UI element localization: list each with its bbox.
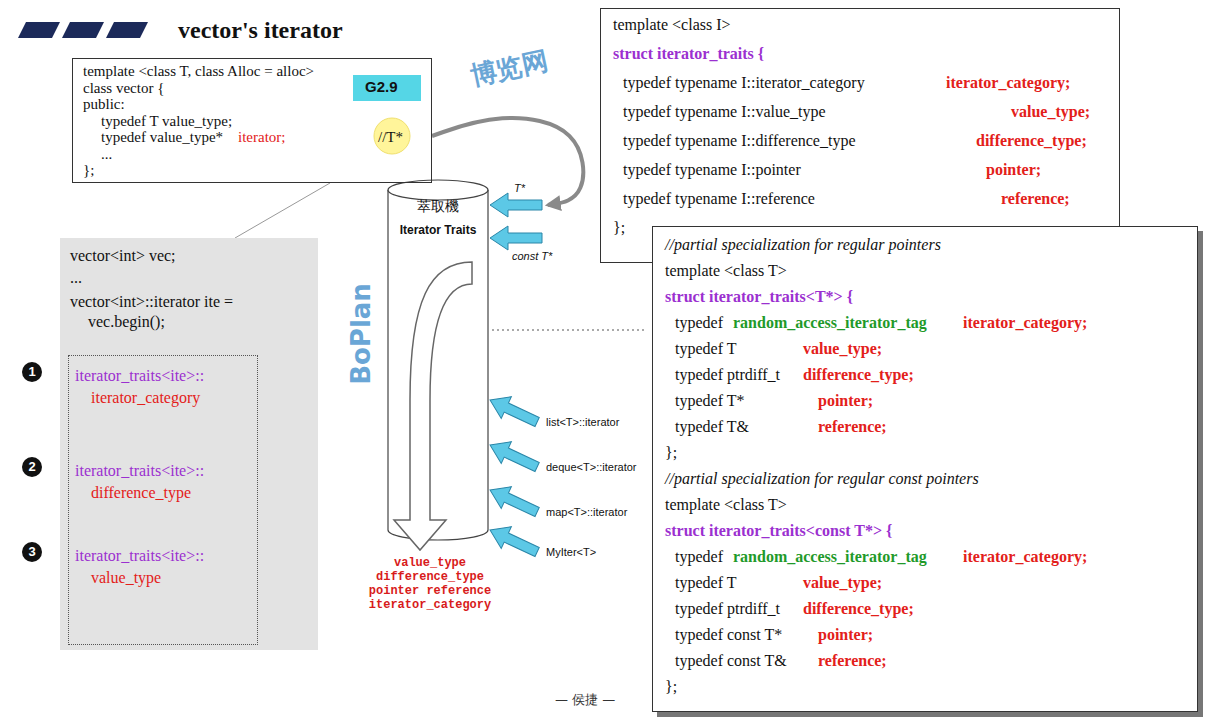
code-text: typedef T bbox=[675, 573, 736, 593]
code-text: ... bbox=[70, 268, 82, 288]
traits-cylinder: 萃取機 Iterator Traits bbox=[388, 180, 548, 540]
code-text: typedef T bbox=[675, 339, 736, 359]
code-text: template <class T> bbox=[665, 495, 787, 515]
code-text: }; bbox=[665, 443, 677, 463]
code-text: typedef const T* bbox=[675, 625, 782, 645]
code-text: template <class T, class Alloc = alloc> bbox=[83, 63, 314, 80]
author-note: — 侯捷 — bbox=[555, 690, 615, 710]
code-text: iterator_traits<ite>:: bbox=[75, 366, 204, 386]
code-text: iterator_category; bbox=[946, 73, 1070, 93]
version-badge: G2.9 bbox=[353, 75, 421, 101]
separator-line bbox=[492, 330, 645, 331]
code-text: struct iterator_traits<const T*> { bbox=[665, 521, 892, 541]
code-text: reference; bbox=[818, 417, 887, 437]
code-text: vector<int> vec; bbox=[70, 246, 176, 266]
title-bars bbox=[18, 22, 148, 38]
code-text: iterator_category; bbox=[963, 547, 1087, 567]
watermark: BoPlan bbox=[345, 283, 377, 385]
code-text: pointer; bbox=[818, 391, 873, 411]
code-text: G2.9 bbox=[365, 78, 398, 95]
code-text: vector<int>::iterator ite = vec.begin(); bbox=[70, 292, 293, 332]
traits-query-box: iterator_traits<ite>::iterator_categoryi… bbox=[68, 355, 258, 645]
highlight-circle bbox=[374, 118, 410, 154]
code-text: difference_type bbox=[91, 483, 191, 503]
code-text: difference_type; bbox=[976, 131, 1087, 151]
code-text: class vector { bbox=[83, 80, 164, 97]
code-text: value_type; bbox=[803, 339, 882, 359]
input-arrows bbox=[485, 193, 542, 563]
code-text: random_access_iterator_tag bbox=[733, 547, 927, 567]
code-text: struct iterator_traits<T*> { bbox=[665, 287, 853, 307]
code-text: typedef ptrdiff_t bbox=[675, 365, 780, 385]
code-text: template <class T> bbox=[665, 261, 787, 281]
code-text: typedef T value_type; bbox=[101, 113, 232, 130]
code-text: ... bbox=[101, 146, 112, 163]
code-text: //T* bbox=[378, 129, 403, 146]
code-text: iterator_traits<ite>:: bbox=[75, 546, 204, 566]
code-text: pointer; bbox=[986, 160, 1041, 180]
code-text: typedef bbox=[675, 313, 723, 333]
code-text: //partial specialization for regular con… bbox=[665, 469, 979, 489]
code-text: Iterator Traits bbox=[400, 220, 477, 240]
callout-number: 1 bbox=[22, 362, 42, 382]
code-text: difference_type; bbox=[803, 365, 914, 385]
code-text: reference; bbox=[818, 651, 887, 671]
code-text: iterator_traits<ite>:: bbox=[75, 461, 204, 481]
code-text: }; bbox=[665, 677, 677, 697]
code-text: iterator_category bbox=[91, 388, 200, 408]
code-text: typedef typename I::difference_type bbox=[623, 131, 855, 151]
code-text: iterator; bbox=[238, 129, 285, 146]
code-text: typedef const T& bbox=[675, 651, 787, 671]
code-text: difference_type; bbox=[803, 599, 914, 619]
code-text: typedef typename I::iterator_category bbox=[623, 73, 865, 93]
traits-template-box: template <class I> struct iterator_traits… bbox=[600, 8, 1120, 263]
usage-panel: vector<int> vec;...vector<int>::iterator… bbox=[60, 238, 318, 650]
watermark: 博览网 bbox=[468, 44, 551, 92]
code-text: typedef T* bbox=[675, 391, 744, 411]
output-list: value_type difference_type pointer refer… bbox=[369, 556, 491, 612]
code-text: typedef value_type* bbox=[101, 129, 223, 146]
input-label: map<T>::iterator bbox=[546, 506, 627, 519]
code-text: 萃取機 bbox=[417, 196, 459, 216]
curved-arrow bbox=[432, 118, 583, 205]
code-text: //partial specialization for regular poi… bbox=[665, 235, 941, 255]
code-text: pointer; bbox=[818, 625, 873, 645]
class-code-box: template <class T, class Alloc = alloc>c… bbox=[72, 58, 432, 183]
page-title: vector's iterator bbox=[178, 16, 343, 44]
code-text: public: bbox=[83, 96, 125, 113]
leader-line bbox=[235, 183, 330, 238]
code-text: typedef typename I::reference bbox=[623, 189, 815, 209]
input-label: list<T>::iterator bbox=[546, 416, 619, 429]
input-label: deque<T>::iterator bbox=[546, 461, 637, 474]
code-text: typedef typename I::value_type bbox=[623, 102, 826, 122]
code-text: typedef typename I::pointer bbox=[623, 160, 801, 180]
code-text: random_access_iterator_tag bbox=[733, 313, 927, 333]
partial-specialization-box: //partial specialization for regular poi… bbox=[652, 226, 1198, 712]
code-text: typedef bbox=[675, 547, 723, 567]
code-text: value_type; bbox=[803, 573, 882, 593]
code-text: }; bbox=[83, 162, 94, 179]
output-arrow bbox=[394, 262, 472, 550]
code-text: typedef ptrdiff_t bbox=[675, 599, 780, 619]
cylinder bbox=[388, 180, 488, 540]
code-text: reference; bbox=[1001, 189, 1070, 209]
code-text: typedef T& bbox=[675, 417, 749, 437]
input-label: const T* bbox=[512, 250, 552, 263]
callout-number: 2 bbox=[22, 457, 42, 477]
code-text: value_type; bbox=[1011, 102, 1090, 122]
input-label: MyIter<T> bbox=[546, 546, 596, 559]
code-text: struct iterator_traits { bbox=[613, 44, 764, 64]
callout-number: 3 bbox=[22, 542, 42, 562]
code-text: template <class I> bbox=[613, 15, 731, 35]
code-text: }; bbox=[613, 218, 625, 238]
code-text: iterator_category; bbox=[963, 313, 1087, 333]
code-text: value_type bbox=[91, 568, 161, 588]
input-label: T* bbox=[514, 182, 525, 195]
